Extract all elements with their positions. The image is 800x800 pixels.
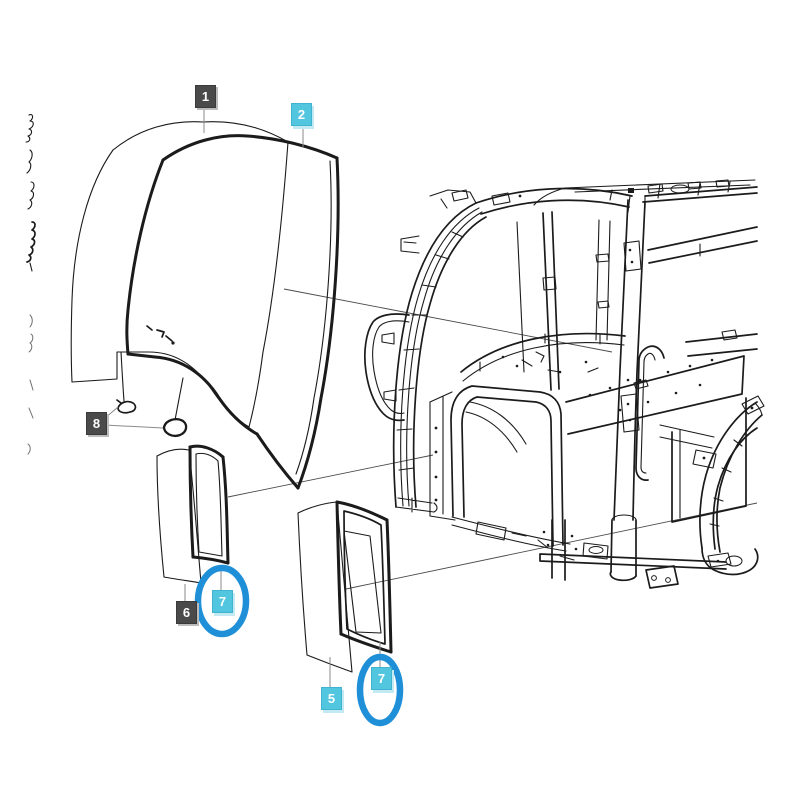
quarter-glass-front-part6 <box>157 449 201 583</box>
quarter-glass-seal-front-part7 <box>190 446 228 563</box>
cab-frame <box>365 180 764 588</box>
grommets-part8 <box>117 352 186 436</box>
part-label-2: 2 <box>291 103 312 126</box>
part-label-6: 6 <box>176 601 197 624</box>
part-label-7-rear: 7 <box>371 667 392 690</box>
door-glass-part2 <box>127 136 338 488</box>
part-label-5: 5 <box>321 687 342 710</box>
part-label-8: 8 <box>86 412 107 435</box>
construction-lines <box>228 289 757 589</box>
part-label-1: 1 <box>195 85 216 108</box>
door-glass-part1 <box>71 122 288 427</box>
left-edge-crop-marks <box>26 115 35 454</box>
quarter-glass-seal-rear-part7 <box>337 502 391 652</box>
highlight-circles <box>198 568 400 723</box>
highlight-circle-1 <box>198 568 246 634</box>
part-label-7-front: 7 <box>212 590 233 613</box>
highlight-circle-2 <box>360 657 400 723</box>
